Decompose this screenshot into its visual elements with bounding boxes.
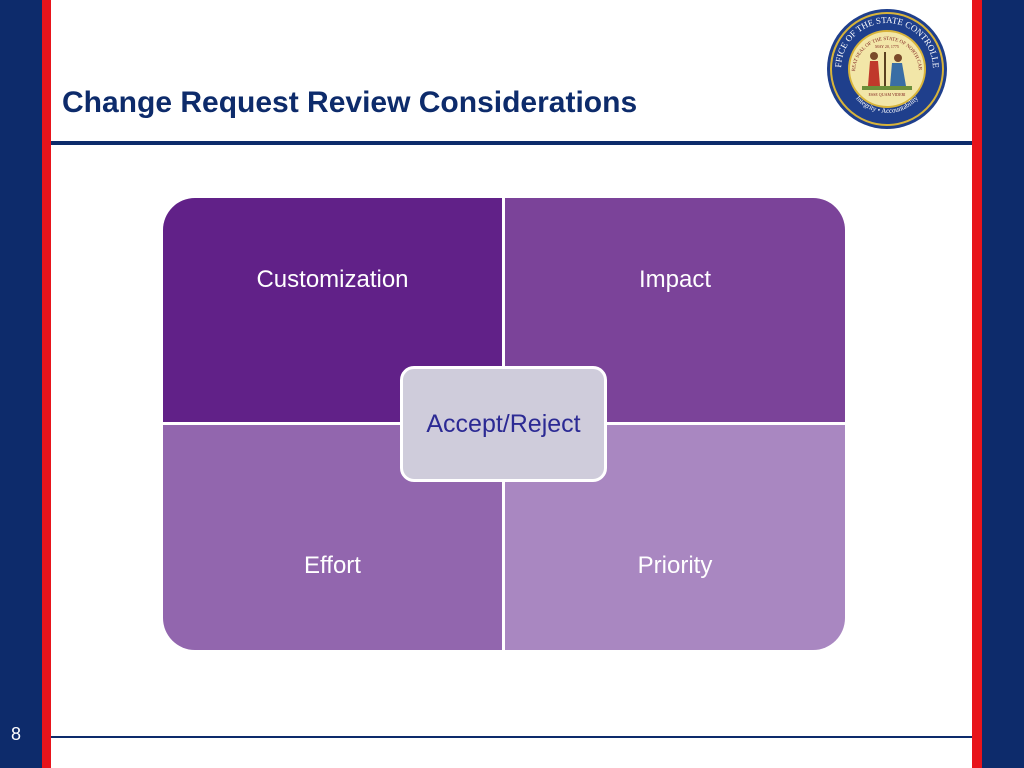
seal-gold-ring: [830, 12, 944, 126]
quadrant-customization-label: Customization: [256, 266, 409, 293]
seal-figures-icon: [862, 52, 912, 90]
quadrant-effort-label: Effort: [304, 552, 361, 579]
accept-reject-box: Accept/Reject: [400, 366, 607, 482]
considerations-matrix: Customization Impact Effort Priority: [163, 198, 845, 650]
footer-divider: [51, 736, 972, 738]
page-number: 8: [10, 724, 21, 744]
quadrant-impact-label: Impact: [638, 266, 712, 293]
right-navy-band: [982, 0, 1024, 768]
title-divider: [51, 141, 972, 145]
left-navy-band: [0, 0, 42, 768]
slide-title: Change Request Review Considerations: [62, 86, 638, 119]
seal-date: MAY 20, 1775: [875, 44, 899, 50]
right-red-stripe: [972, 0, 982, 768]
accept-reject-label: Accept/Reject: [426, 409, 581, 438]
quadrant-priority-label: Priority: [637, 552, 713, 579]
left-red-stripe: [42, 0, 51, 768]
seal-motto: ESSE QUAM VIDERI: [868, 92, 906, 97]
